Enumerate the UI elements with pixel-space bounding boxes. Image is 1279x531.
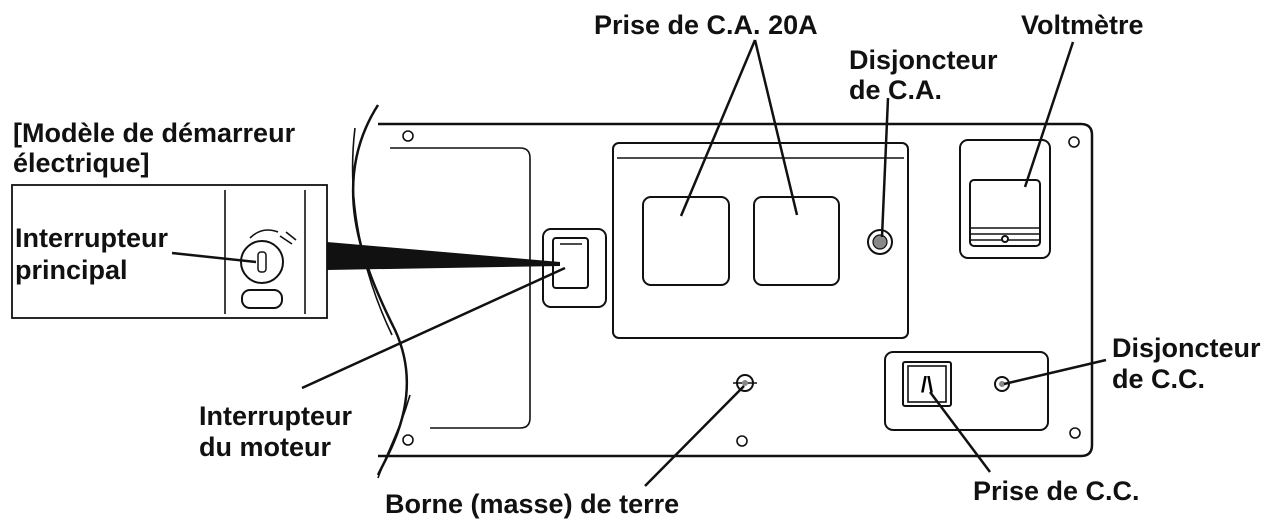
ac-outlet-left bbox=[642, 196, 730, 286]
main-switch-slot bbox=[241, 289, 283, 309]
ground-terminal-label: Borne (masse) de terre bbox=[385, 489, 680, 519]
panel-cut-edge-lower bbox=[377, 394, 411, 479]
main-switch-marks bbox=[279, 231, 297, 245]
dc-outlet-label: Prise de C.C. bbox=[973, 476, 1140, 506]
ac-breaker-button-center bbox=[872, 234, 888, 250]
leader-ground-terminal bbox=[644, 385, 745, 487]
dc-breaker-label-line1: Disjoncteur bbox=[1112, 333, 1261, 363]
control-panel-plate bbox=[378, 122, 1094, 458]
ground-terminal-center bbox=[742, 380, 748, 386]
leader-dc-outlet bbox=[929, 391, 991, 473]
screw-hole bbox=[402, 130, 414, 142]
leader-voltmeter bbox=[1023, 41, 1075, 188]
leader-ac-outlet-left bbox=[679, 39, 757, 217]
screw-hole bbox=[1069, 427, 1081, 439]
panel-cut-edge bbox=[351, 104, 409, 476]
electric-model-label-line2: électrique] bbox=[13, 148, 150, 178]
screw-hole bbox=[1068, 136, 1080, 148]
engine-switch-label-line2: du moteur bbox=[199, 432, 331, 462]
main-switch-label-line1: Interrupteur bbox=[15, 223, 169, 253]
main-switch-label-line2: principal bbox=[15, 255, 128, 285]
engine-switch-label-line1: Interrupteur bbox=[199, 401, 353, 431]
ac-outlet-right bbox=[753, 196, 840, 286]
dc-outlet-glyph: /\ bbox=[921, 372, 933, 397]
voltmeter-face bbox=[969, 179, 1041, 247]
voltmeter-pivot bbox=[1001, 235, 1009, 243]
voltmeter-label: Voltmètre bbox=[1021, 10, 1144, 40]
dc-outlet-inner bbox=[907, 365, 947, 403]
left-panel-recess bbox=[390, 147, 531, 429]
leader-dc-breaker bbox=[1003, 358, 1107, 386]
ac-outlet-label: Prise de C.A. 20A bbox=[594, 10, 818, 40]
inset-callout-wedge bbox=[327, 242, 560, 270]
main-switch-arc bbox=[249, 229, 279, 239]
ac-breaker-label-line1: Disjoncteur bbox=[849, 45, 998, 75]
main-switch-keyhole bbox=[257, 251, 267, 273]
panel-cut-edge-inner bbox=[351, 127, 393, 336]
dc-breaker-button-center bbox=[999, 381, 1005, 387]
leader-engine-switch bbox=[301, 266, 566, 390]
leader-ac-outlet-right bbox=[753, 39, 799, 216]
dc-outlet bbox=[902, 361, 952, 407]
leader-ac-breaker bbox=[880, 97, 890, 238]
ac-breaker-label-line2: de C.A. bbox=[849, 75, 943, 105]
leader-main-switch bbox=[171, 251, 257, 264]
screw-hole bbox=[402, 434, 414, 446]
screw-hole bbox=[736, 435, 748, 447]
dc-breaker-label-line2: de C.C. bbox=[1112, 364, 1206, 394]
electric-model-label-line1: [Modèle de démarreur bbox=[13, 118, 296, 148]
